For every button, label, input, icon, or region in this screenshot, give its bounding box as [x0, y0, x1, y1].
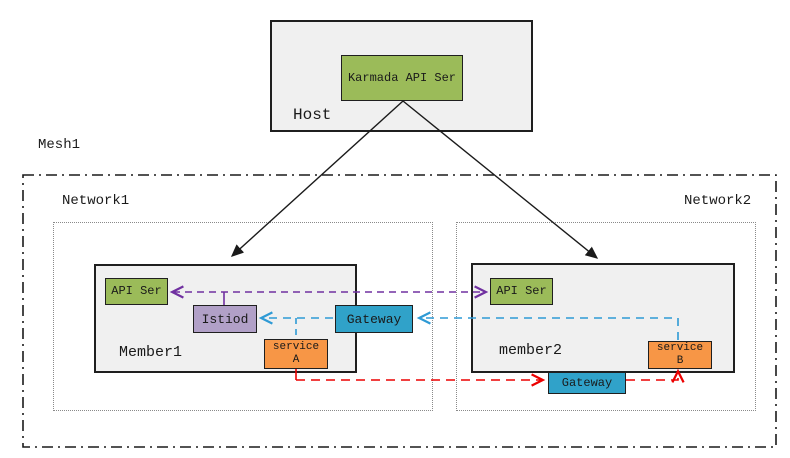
mesh-label: Mesh1: [38, 137, 81, 153]
host-label: Host: [293, 106, 332, 124]
member2-gateway-node: Gateway: [548, 372, 626, 394]
member2-label: member2: [499, 342, 563, 359]
istiod-node: Istiod: [193, 305, 257, 333]
service-b-node: service B: [648, 341, 712, 369]
network2-label: Network2: [684, 193, 752, 209]
member1-gateway-node: Gateway: [335, 305, 413, 333]
member1-api-server-node: API Ser: [105, 278, 168, 305]
service-a-node: service A: [264, 339, 328, 369]
member1-label: Member1: [119, 344, 183, 361]
karmada-api-server-node: Karmada API Ser: [341, 55, 463, 101]
member2-api-server-node: API Ser: [490, 278, 553, 305]
network1-label: Network1: [62, 193, 130, 209]
